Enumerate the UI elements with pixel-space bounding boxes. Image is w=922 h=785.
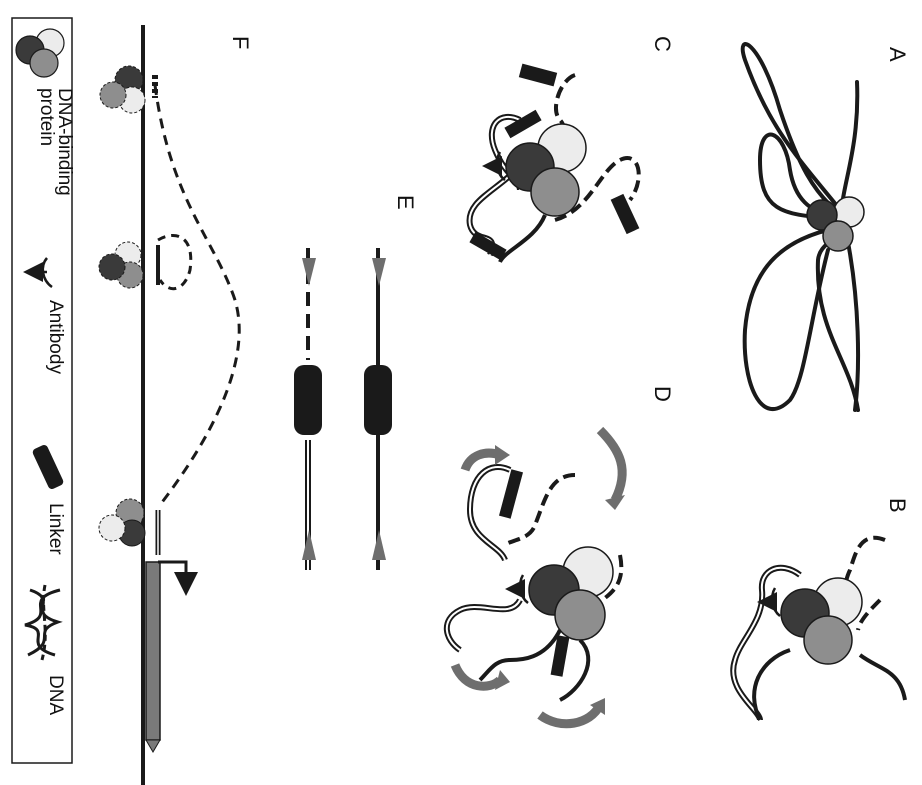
primer-arrow: [372, 258, 386, 286]
primer-arrow: [302, 530, 316, 560]
legend-box: [11, 17, 73, 764]
legend-dna-label: DNA: [45, 675, 66, 715]
linker-block: [518, 63, 558, 87]
panel-label-c: C: [650, 36, 675, 52]
motion-arrow: [537, 702, 605, 729]
legend-linker-icon: [32, 444, 64, 490]
protein-mid-subunit: [803, 615, 853, 665]
panel-d-diagram: [443, 426, 627, 729]
panel-label-e: E: [393, 195, 418, 210]
protein-mid-subunit: [822, 220, 854, 252]
motion-arrow: [450, 663, 504, 691]
linker-block: [294, 365, 322, 435]
promoter-arrow: [158, 560, 198, 596]
motion-arrow: [596, 426, 627, 503]
panel-label-b: B: [885, 498, 910, 513]
linker-block: [610, 193, 640, 235]
legend-antibody-label: Antibody: [45, 300, 66, 374]
primer-arrow: [372, 530, 386, 560]
panel-b-diagram: [730, 535, 907, 721]
linker-block: [498, 469, 524, 519]
legend-protein-icon: [15, 28, 65, 78]
panel-f-diagram: [98, 25, 241, 785]
legend-antibody-icon: [23, 257, 53, 289]
panel-e-diagram: [294, 248, 392, 570]
legend: DNA-binding protein Antibody Linker DNA: [11, 17, 75, 764]
protein-dark-subunit: [806, 199, 838, 231]
linker-block: [504, 109, 542, 139]
linker-block: [550, 635, 570, 677]
legend-protein-label-2: protein: [36, 88, 57, 146]
panel-c-diagram: [466, 63, 641, 264]
panel-label-a: A: [885, 47, 910, 62]
panel-label-f: F: [228, 36, 253, 49]
protein-mid-subunit: [554, 589, 606, 641]
linker-block: [364, 365, 392, 435]
primer-arrow: [302, 258, 316, 286]
panel-a-diagram: [740, 42, 865, 412]
transcript-bar: [145, 561, 161, 741]
legend-protein-label-1: DNA-binding: [54, 88, 75, 196]
legend-linker-label: Linker: [45, 503, 66, 555]
panel-label-d: D: [650, 386, 675, 402]
protein-mid-subunit: [530, 167, 580, 217]
legend-dna-icon: [24, 584, 63, 661]
linker-block: [469, 231, 507, 261]
